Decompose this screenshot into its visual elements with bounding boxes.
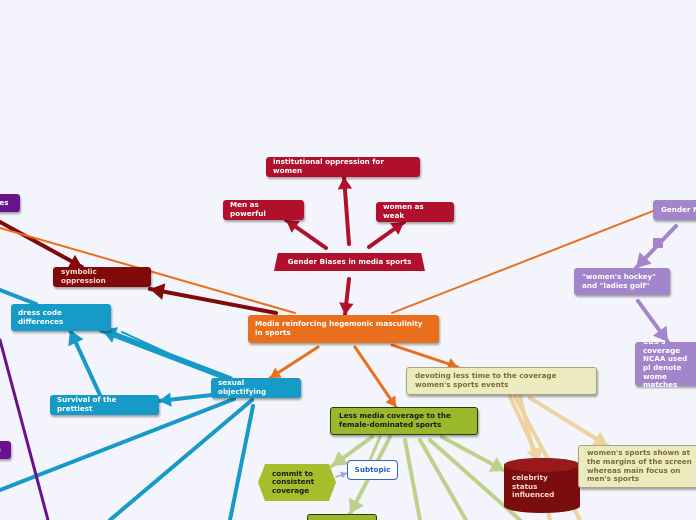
less-coverage-to-celebrity-arrowhead	[488, 456, 505, 472]
node-men-as-powerful[interactable]: Men as powerful	[223, 200, 304, 220]
hegemonic-to-symbolic-arrowhead	[150, 283, 166, 300]
node-hegemonic-masculinity[interactable]: Media reinforcing hegemonic masculinity …	[248, 315, 439, 343]
hegemonic-to-devoting-line	[390, 343, 460, 369]
central-to-hegemonic-arrowhead	[339, 302, 354, 315]
edge-to-symbolic-line	[0, 220, 84, 269]
sexual-to-edge-bottom-line	[0, 397, 236, 492]
hegemonic-to-less-coverage-arrowhead	[385, 395, 396, 407]
node-subtopic[interactable]: Subtopic	[347, 460, 398, 480]
node-cbs-coverage[interactable]: CBS's coverage NCAA used pl denote wome …	[635, 337, 696, 389]
node-gender-m[interactable]: Gender M	[653, 200, 696, 220]
devoting-to-margins-arrowhead	[591, 431, 608, 446]
sexual-to-bottom-a-line	[108, 398, 254, 520]
node-celebrity-status-label: celebrity status influenced	[512, 473, 555, 500]
node-institutional-oppression[interactable]: institutional oppression for women	[266, 157, 420, 177]
less-coverage-to-commit-arrowhead	[332, 450, 349, 466]
node-margins-of-screen[interactable]: women's sports shown at the margins of t…	[578, 445, 696, 488]
left-teal-curve-line	[0, 288, 38, 306]
node-symbolic-oppression[interactable]: symbolic oppression	[53, 267, 151, 287]
node-celebrity-cylinder[interactable]	[504, 458, 580, 513]
node-dress-code-differences[interactable]: dress code differences	[11, 304, 111, 331]
edge-to-symbolic-arrowhead	[68, 254, 82, 268]
sexual-to-survival-arrowhead	[159, 392, 172, 407]
node-left-edge-mid[interactable]: e	[0, 441, 11, 459]
central-to-institutional-arrowhead	[337, 177, 353, 190]
gender-m-to-hockey-arrowhead	[636, 252, 652, 268]
central-topic[interactable]: Gender Biases in media sports	[274, 253, 425, 271]
node-women-as-weak[interactable]: women as weak	[376, 202, 454, 222]
central-to-men-powerful-arrowhead	[286, 220, 300, 233]
edge-violet-line-line	[0, 338, 50, 520]
less-coverage-to-bottom-b-line	[403, 438, 422, 520]
node-survival-of-prettiest[interactable]: Survival of the prettiest	[50, 395, 159, 415]
devoting-to-margins-line	[528, 396, 610, 448]
sexual-to-bottom-b-line	[228, 404, 255, 520]
hegemonic-to-gender-m-line	[391, 205, 667, 314]
node-sexual-objectifying[interactable]: sexual objectifying	[211, 378, 301, 398]
hegemonic-to-less-coverage-line	[353, 345, 398, 409]
node-left-edge-top[interactable]: tes	[0, 194, 20, 212]
sexual-to-dress-code-arrowhead	[102, 327, 119, 343]
sexual-to-dress-code-thin-line	[121, 331, 219, 377]
less-coverage-to-bottom-c-line	[418, 438, 468, 520]
less-coverage-to-bottom-a-arrowhead	[348, 497, 364, 514]
hockey-to-cbs-arrowhead	[652, 325, 668, 342]
node-less-media-coverage[interactable]: Less media coverage to the female-domina…	[330, 407, 478, 435]
collapse-handle-icon[interactable]	[653, 238, 663, 248]
central-to-women-weak-arrowhead	[390, 222, 404, 235]
hegemonic-to-devoting-arrowhead	[446, 358, 458, 370]
node-commit-consistent-coverage[interactable]: commit to consistent coverage	[258, 464, 336, 501]
hegemonic-to-symbolic-line	[148, 287, 278, 315]
commit-to-subtopic-arrowhead	[340, 471, 347, 479]
node-womens-hockey-ladies-golf[interactable]: "women's hockey" and "ladies golf"	[574, 268, 670, 295]
less-coverage-to-subtopic-line	[368, 435, 382, 462]
node-devoting-less-time[interactable]: devoting less time to the coverage women…	[406, 367, 597, 395]
hegemonic-to-sexual-objectifying-arrowhead	[270, 367, 282, 378]
survival-up-arrowhead	[68, 330, 84, 347]
node-olive-partial[interactable]	[307, 514, 377, 520]
